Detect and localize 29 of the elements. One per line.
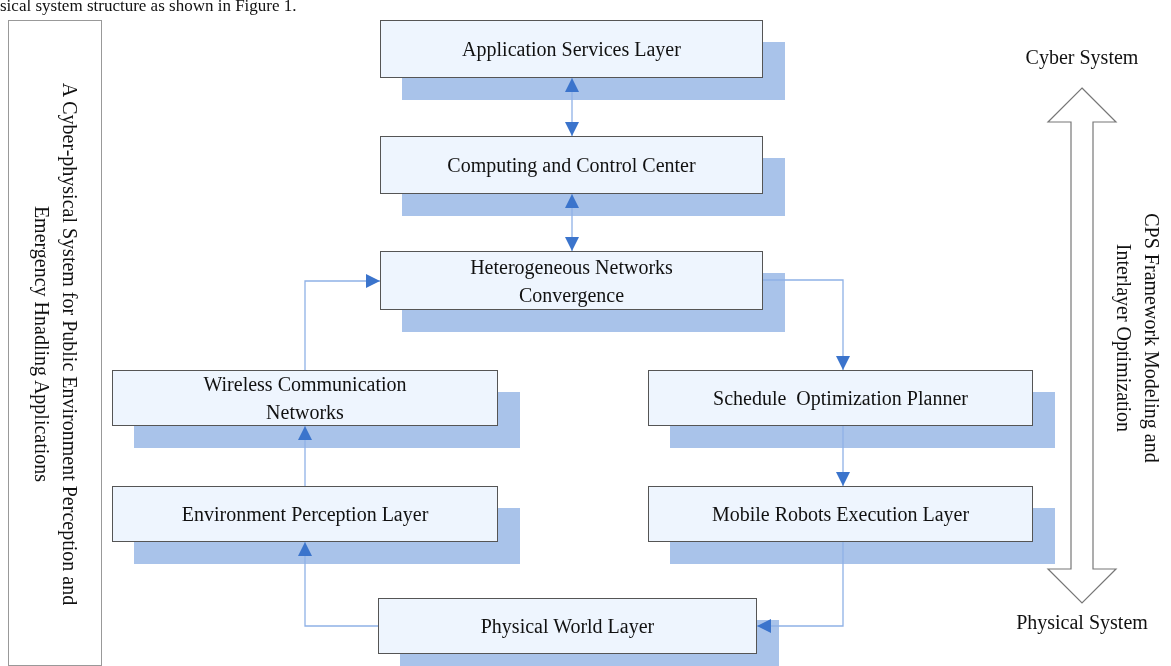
arrow: [565, 193, 579, 252]
layer-label: Wireless Communication Networks: [202, 372, 408, 425]
arrow: [298, 425, 312, 487]
layer-box: [380, 251, 763, 310]
layer-label: Mobile Robots Execution Layer: [710, 502, 971, 528]
layer-box: [380, 20, 763, 78]
arrow: [756, 541, 844, 633]
level-label: Physical System: [1015, 611, 1149, 634]
axis-caption: CPS Framework Modeling and Interlayer Optimization: [1111, 212, 1164, 465]
layer-label: Heterogeneous Networks Convergence: [469, 254, 674, 309]
arrow: [304, 274, 381, 371]
layer-label: Computing and Control Center: [446, 153, 697, 179]
layer-box: [380, 136, 763, 194]
arrow: [565, 77, 579, 137]
layer-box: [648, 486, 1033, 542]
layer-box: [378, 598, 757, 654]
arrow: [298, 541, 379, 627]
layer-box: [648, 370, 1033, 426]
layer-label: Environment Perception Layer: [180, 502, 430, 528]
layer-label: Application Services Layer: [461, 37, 682, 63]
system-title: A Cyber-physical System for Public Environment Perception and Emergency Hnadling Applications: [29, 81, 82, 608]
arrow: [762, 279, 850, 371]
title-panel: [8, 20, 102, 666]
layer-box: [112, 486, 498, 542]
layer-label: Physical World Layer: [479, 614, 656, 640]
level-label: Cyber System: [1024, 46, 1140, 69]
layer-label: Schedule Optimization Planner: [712, 386, 969, 412]
arrow: [836, 425, 850, 487]
layer-box: [112, 370, 498, 426]
